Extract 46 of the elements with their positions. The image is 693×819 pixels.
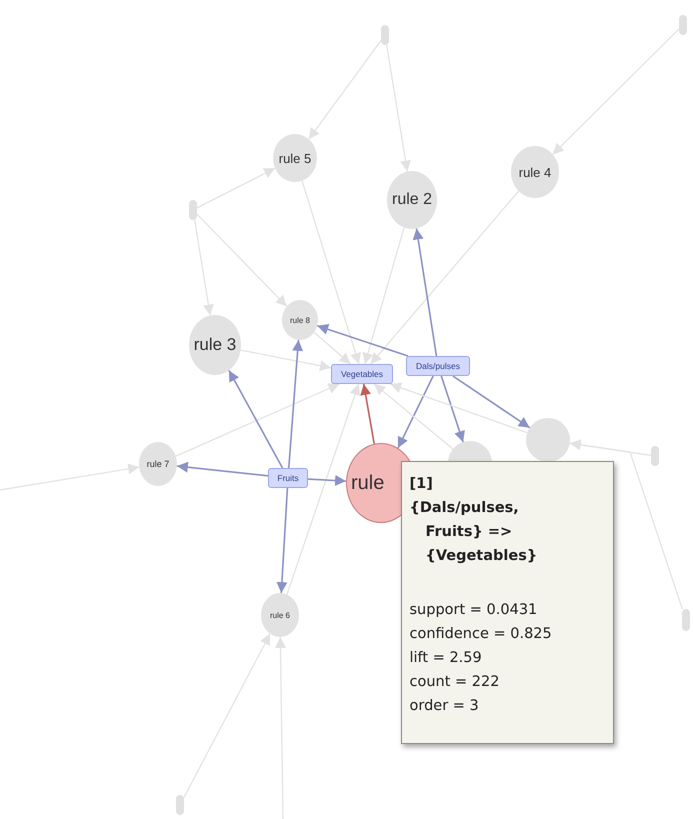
arrow (228, 370, 284, 468)
arrow (374, 384, 454, 450)
arrow (390, 382, 528, 434)
arrow (183, 634, 271, 798)
bar-node (176, 795, 184, 815)
arrow (301, 180, 361, 364)
arrow (314, 332, 351, 364)
bar-node (381, 25, 389, 45)
arrow (452, 375, 530, 428)
arrow (196, 168, 276, 208)
arrow (274, 636, 286, 819)
arrow (412, 228, 438, 356)
item-node: Vegetables (331, 364, 393, 384)
arrow (308, 475, 346, 486)
arrow (308, 40, 382, 140)
arrow (240, 349, 332, 372)
arrow (276, 488, 288, 594)
arrow (440, 376, 465, 442)
arrow (0, 463, 140, 491)
arrow (370, 190, 520, 364)
arrow (176, 383, 340, 457)
arrow (176, 462, 268, 477)
arrow (362, 227, 405, 364)
metric-text: support = 0.0431 (410, 600, 538, 620)
bar-node (189, 200, 197, 220)
bar-node (682, 609, 690, 631)
arrow (316, 324, 408, 357)
arrow (360, 384, 375, 444)
arrow (196, 214, 288, 307)
arrow (286, 384, 360, 595)
arrow (552, 28, 680, 155)
arrow (386, 44, 411, 172)
metric-text: order = 3 (410, 696, 480, 716)
item-node: Dals/pulses (406, 356, 470, 376)
circle-node (526, 418, 570, 462)
arrow (570, 439, 683, 610)
metric-text: lift = 2.59 (410, 648, 483, 668)
item-node: Fruits (268, 468, 308, 488)
arrow (288, 340, 304, 468)
bar-node (651, 446, 659, 466)
bar-node (679, 15, 687, 35)
arrow (194, 220, 214, 316)
tooltip (400, 460, 614, 744)
metric-text: confidence = 0.825 (410, 624, 553, 644)
arrow (397, 376, 434, 448)
metric-text: count = 222 (410, 672, 500, 692)
